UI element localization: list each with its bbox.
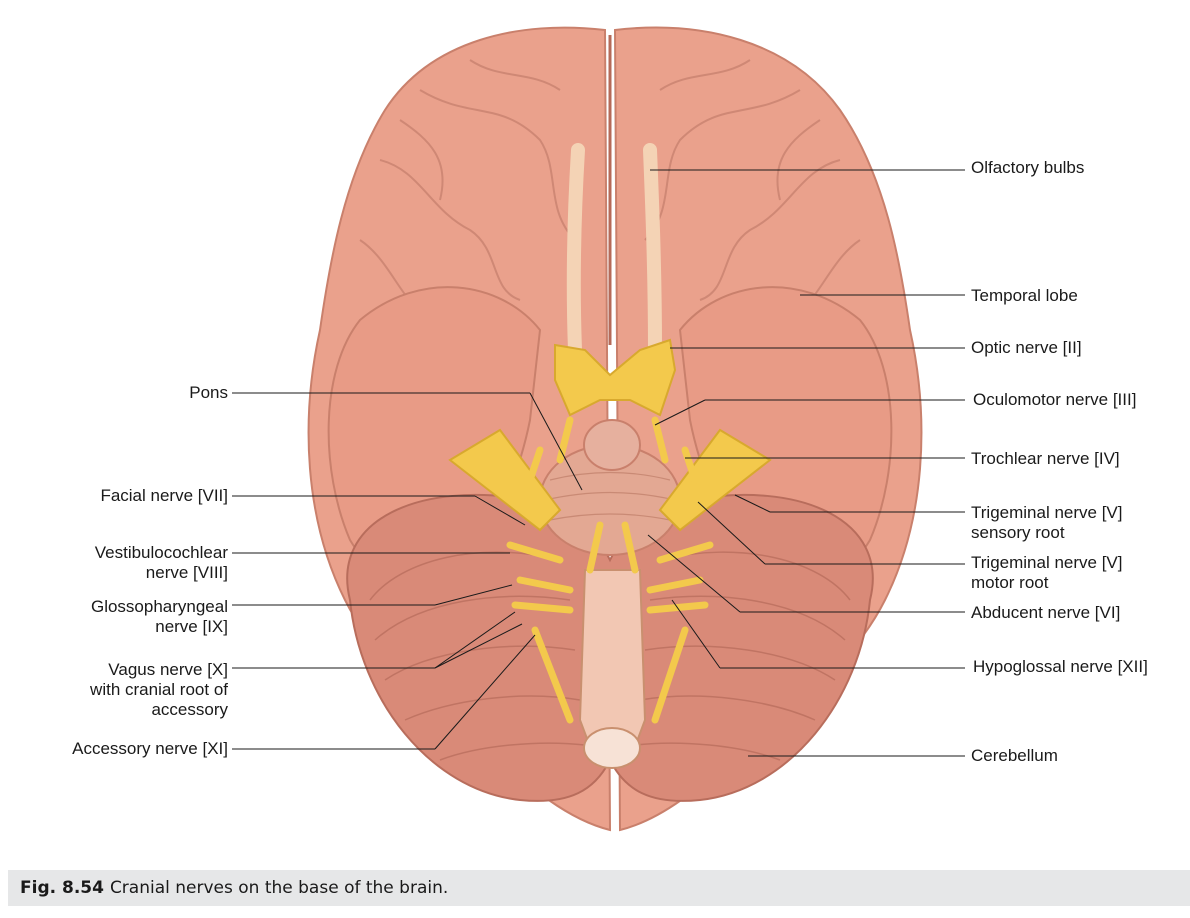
label-trigeminal-motor: Trigeminal nerve [V]motor root [971,553,1123,592]
label-cerebellum: Cerebellum [971,746,1058,765]
caption-label: Fig. 8.54 [20,878,104,898]
olfactory-tract-left [566,143,585,357]
brain-illustration [232,26,965,832]
label-oculomotor-nerve: Oculomotor nerve [III] [973,390,1137,409]
diagram-stage: Olfactory bulbs Temporal lobe Optic nerv… [72,26,1148,832]
spinal-cord-section [583,727,641,769]
trigeminal-right [658,428,772,532]
gyri-right [644,59,861,321]
cranial-nerves [506,416,714,724]
midbrain [583,419,641,471]
label-abducent-nerve: Abducent nerve [VI] [971,603,1121,622]
optic-chiasm [554,338,677,417]
label-facial-nerve: Facial nerve [VII] [100,486,228,505]
label-olfactory-bulbs: Olfactory bulbs [971,158,1085,177]
label-trigeminal-sensory: Trigeminal nerve [V]sensory root [971,503,1123,542]
caption-text: Cranial nerves on the base of the brain. [109,878,449,898]
label-accessory-nerve: Accessory nerve [XI] [72,739,228,758]
label-trochlear-nerve: Trochlear nerve [IV] [971,449,1120,468]
leader-lines [232,169,965,757]
label-optic-nerve: Optic nerve [II] [971,338,1082,357]
pons-striations [544,471,676,521]
olfactory-tract-right [643,143,662,357]
label-pons: Pons [189,383,228,402]
trigeminal-left [448,428,562,532]
label-hypoglossal-nerve: Hypoglossal nerve [XII] [973,657,1148,676]
label-temporal-lobe: Temporal lobe [971,286,1078,305]
